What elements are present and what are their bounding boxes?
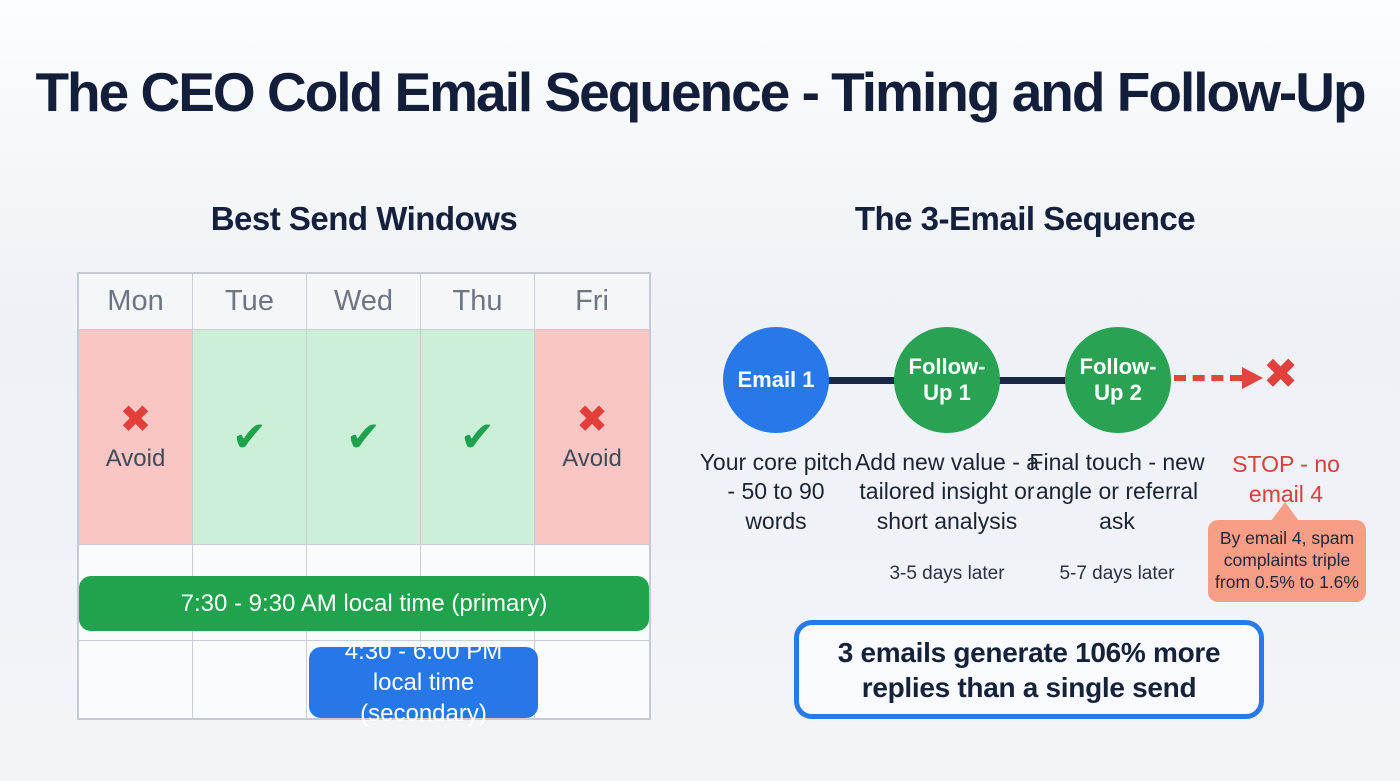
status-cell-tue: ✔: [193, 330, 307, 545]
grid-cell: [79, 641, 193, 718]
grid-cell: [535, 641, 649, 718]
status-cell-fri: ✖ Avoid: [535, 330, 649, 545]
grid-cell: [193, 641, 307, 718]
day-header-thu: Thu: [421, 274, 535, 330]
day-header-fri: Fri: [535, 274, 649, 330]
page-title: The CEO Cold Email Sequence - Timing and…: [35, 61, 1366, 123]
secondary-window-label-line2: local time (secondary): [360, 668, 487, 728]
step-delay: 5-7 days later: [1059, 563, 1175, 584]
secondary-window-label-line1: 4:30 - 6:00 PM: [344, 637, 503, 665]
step-circle-email-1: Email 1: [723, 327, 829, 433]
stop-note-bubble: By email 4, spam complaints triple from …: [1208, 520, 1366, 602]
step-delay: 3-5 days later: [889, 563, 1005, 584]
arrow-head-icon: [1242, 367, 1263, 389]
avoid-label: Avoid: [562, 445, 622, 472]
step-description: Add new value - a tailored insight or sh…: [854, 449, 1040, 534]
step-description: Your core pitch - 50 to 90 words: [699, 449, 853, 534]
step-label: Follow-Up 1: [908, 353, 986, 405]
dashed-arrow-line: [1174, 375, 1242, 381]
stop-x-icon: ✖: [1263, 350, 1299, 397]
secondary-send-window-bar: 4:30 - 6:00 PM local time (secondary): [309, 638, 538, 727]
sequence-heading: The 3-Email Sequence: [854, 200, 1196, 237]
check-icon: ✔: [459, 413, 496, 460]
connector-line: [826, 377, 896, 384]
day-header-wed: Wed: [307, 274, 421, 330]
day-header-tue: Tue: [193, 274, 307, 330]
status-cell-wed: ✔: [307, 330, 421, 545]
stop-label: STOP - no email 4: [1232, 451, 1340, 507]
check-icon: ✔: [231, 413, 268, 460]
stat-callout-line1: 3 emails generate 106% more: [837, 636, 1221, 668]
stat-callout-line2: replies than a single send: [861, 671, 1197, 703]
avoid-x-icon: ✖: [576, 399, 608, 441]
step-label: Email 1: [737, 366, 815, 392]
step-circle-follow-up-1: Follow-Up 1: [894, 327, 1000, 433]
send-windows-heading: Best Send Windows: [210, 200, 518, 237]
stop-note-pointer: [1271, 502, 1299, 521]
day-header-mon: Mon: [79, 274, 193, 330]
grid-cell: [535, 545, 649, 641]
connector-line: [997, 377, 1067, 384]
primary-send-window-bar: 7:30 - 9:30 AM local time (primary): [79, 576, 649, 631]
send-windows-table: Mon Tue Wed Thu Fri ✖ Avoid ✔ ✔ ✔ ✖ Avoi…: [77, 272, 651, 727]
step-description: Final touch - new angle or referral ask: [1029, 449, 1205, 534]
step-circle-follow-up-2: Follow-Up 2: [1065, 327, 1171, 433]
primary-window-label: 7:30 - 9:30 AM local time (primary): [180, 589, 548, 617]
stat-callout-box: 3 emails generate 106% more replies than…: [794, 620, 1264, 719]
status-cell-thu: ✔: [421, 330, 535, 545]
avoid-x-icon: ✖: [119, 399, 152, 441]
status-cell-mon: ✖ Avoid: [79, 330, 193, 545]
step-label: Follow-Up 2: [1079, 353, 1157, 405]
check-icon: ✔: [345, 413, 382, 460]
avoid-label: Avoid: [105, 445, 166, 472]
